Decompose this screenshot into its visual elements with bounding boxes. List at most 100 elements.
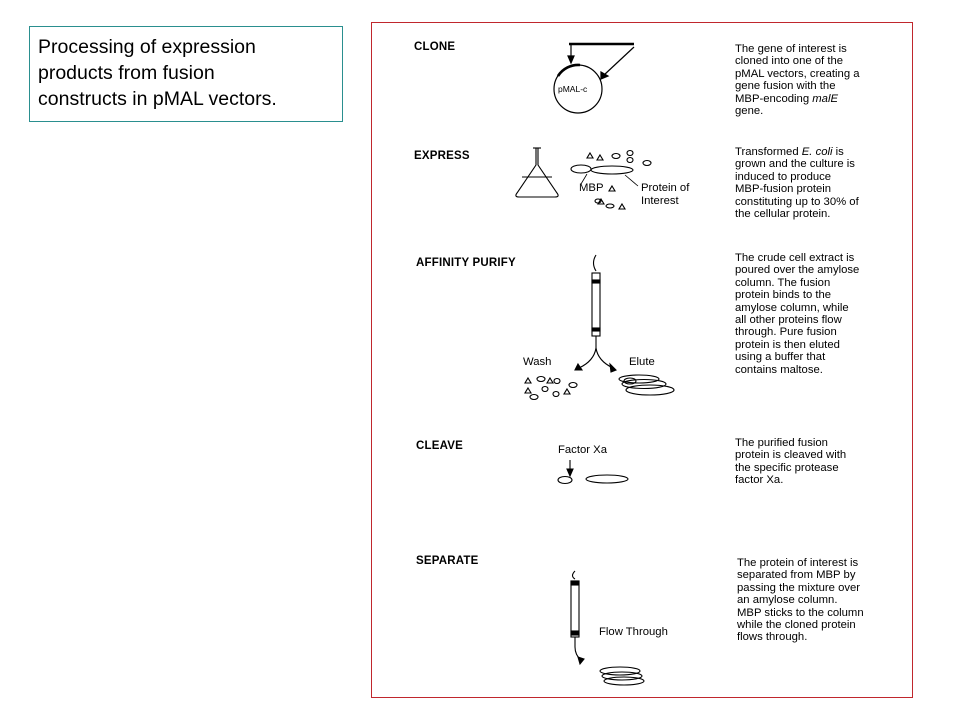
desc-express: Transformed E. coli is grown and the cul…: [735, 146, 907, 220]
plasmid-label: pMAL-c: [558, 84, 588, 94]
figure-frame: CLONE EXPRESS AFFINITY PURIFY CLEAVE SEP…: [371, 22, 913, 698]
desc-express-line: MBP-fusion protein: [735, 183, 832, 196]
desc-purify-line: protein is then eluted: [735, 338, 840, 351]
desc-express-line: induced to produce: [735, 170, 832, 183]
caption-line-2: products from fusion: [38, 62, 215, 84]
protein-pointer: [624, 174, 639, 187]
step-title-separate: SEPARATE: [416, 555, 479, 567]
mbp-pointer: [580, 173, 588, 185]
clone-illustration: [553, 42, 635, 114]
particle-oval: [611, 152, 621, 160]
amylose-column: [570, 580, 580, 638]
wash-particle: [552, 390, 560, 398]
wash-particle: [541, 385, 549, 393]
wash-arrow: [578, 347, 597, 369]
desc-purify-line: amylose column, while: [735, 301, 849, 314]
wash-label: Wash: [523, 356, 552, 368]
desc-cleave: The purified fusion protein is cleaved w…: [735, 437, 907, 487]
caption-line-1: Processing of expression: [38, 36, 256, 58]
wash-particle: [568, 381, 578, 389]
mbp-ellipse: [570, 164, 592, 174]
caption-line-3: constructs in pMAL vectors.: [38, 88, 277, 110]
desc-clone-line: gene.: [735, 105, 764, 118]
step-title-express: EXPRESS: [414, 150, 470, 162]
factor-xa-label: Factor Xa: [558, 444, 607, 456]
protein-label-2: Interest: [641, 195, 679, 207]
desc-clone-line: The gene of interest is: [735, 43, 847, 55]
plasmid-insert-arc: [556, 63, 581, 77]
flow-arrowhead: [577, 656, 585, 666]
process-illustrations: [515, 42, 675, 686]
desc-clone-line: cloned into one of the: [735, 55, 844, 68]
elute-label: Elute: [629, 356, 655, 368]
particle-triangle: [586, 151, 594, 159]
desc-purify-line: all other proteins flow: [735, 314, 842, 327]
flow-protein: [599, 666, 641, 676]
insert-arrow-right: [603, 46, 635, 76]
step-title-cleave: CLEAVE: [416, 440, 463, 452]
desc-cleave-line: the specific protease: [735, 461, 839, 474]
flow-protein: [603, 676, 645, 686]
wash-particle: [529, 393, 539, 401]
desc-clone-line: MBP-encoding malE: [735, 92, 838, 105]
cleave-illustration: [557, 460, 629, 485]
column-band: [570, 630, 580, 636]
caption-box: Processing of expression products from f…: [29, 26, 343, 122]
particle-oval: [594, 198, 602, 204]
particle-triangle: [596, 153, 604, 161]
particle-oval: [605, 203, 615, 209]
desc-separate-line: separated from MBP by: [737, 569, 856, 582]
wash-particle: [536, 375, 546, 383]
particle-triangle: [618, 202, 626, 210]
desc-purify-line: using a buffer that: [735, 351, 826, 364]
desc-clone-line: pMAL vectors, creating a: [735, 67, 860, 80]
wash-particle: [524, 386, 532, 394]
cleaved-protein: [585, 474, 629, 484]
desc-purify-line: protein binds to the: [735, 289, 832, 302]
desc-cleave-line: The purified fusion: [735, 437, 828, 449]
express-illustration: [515, 147, 652, 210]
particle-oval: [642, 159, 652, 167]
column-band: [591, 327, 601, 332]
elute-arrowhead: [609, 362, 617, 373]
column-inlet-tube: [571, 570, 576, 580]
wash-particle: [553, 377, 561, 385]
desc-cleave-line: factor Xa.: [735, 474, 784, 487]
step-title-clone: CLONE: [414, 41, 456, 53]
desc-express-line: the cellular protein.: [735, 208, 831, 221]
flow-through-label: Flow Through: [599, 626, 668, 638]
elute-protein: [625, 384, 675, 396]
insert-arrowhead-right: [600, 70, 610, 80]
column-band: [591, 279, 601, 284]
desc-cleave-line: protein is cleaved with: [735, 449, 847, 462]
desc-separate-line: passing the mixture over: [737, 581, 861, 594]
particle-oval: [626, 156, 634, 164]
step-title-purify: AFFINITY PURIFY: [416, 257, 516, 269]
wash-particle: [524, 376, 532, 384]
desc-express-line: constituting up to 30% of: [735, 195, 859, 208]
particle-triangle: [608, 184, 616, 192]
wash-arrowhead: [574, 362, 584, 371]
desc-separate-line: an amylose column.: [737, 594, 838, 607]
elute-protein: [618, 374, 660, 384]
particle-oval: [626, 149, 634, 157]
separate-illustration: [570, 570, 645, 686]
desc-express-line: Transformed E. coli is: [735, 146, 844, 158]
desc-separate-line: flows through.: [737, 631, 808, 644]
desc-express-line: grown and the culture is: [735, 158, 855, 171]
wash-particle: [546, 376, 554, 384]
purify-illustration: [524, 254, 675, 401]
factor-arrowhead: [566, 468, 574, 478]
desc-separate-line: The protein of interest is: [737, 557, 859, 569]
desc-clone-line: gene fusion with the: [735, 80, 836, 93]
elute-protein: [623, 377, 637, 385]
desc-purify-line: The crude cell extract is: [735, 252, 855, 264]
protein-ellipse: [590, 165, 634, 175]
desc-clone: The gene of interest is cloned into one …: [735, 43, 907, 117]
protein-label-1: Protein of: [641, 182, 690, 194]
column-inlet-tube: [592, 254, 597, 272]
desc-separate-line: while the cloned protein: [737, 619, 856, 632]
desc-purify-line: column. The fusion: [735, 276, 831, 289]
desc-purify-line: contains maltose.: [735, 363, 823, 376]
desc-separate-line: MBP sticks to the column: [737, 606, 864, 619]
